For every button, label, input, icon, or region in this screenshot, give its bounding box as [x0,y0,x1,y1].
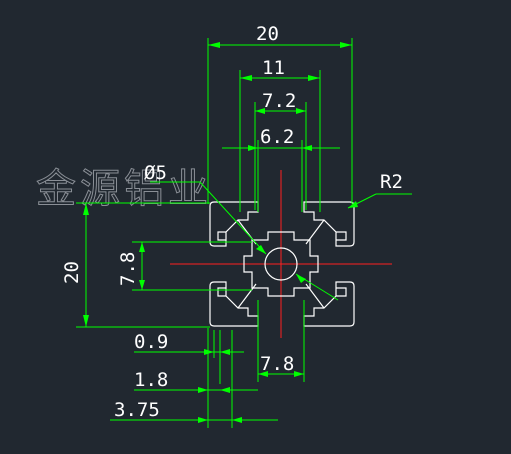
dim-wall-thickness: 0.9 [134,331,168,353]
dimension-lines [76,38,412,428]
corner-top-left [209,201,259,247]
web-bottom-left [237,283,257,309]
dim-slot-opening-outer: 7.2 [262,90,296,112]
dim-slot-opening-inner: 6.2 [260,126,294,148]
central-core [243,231,319,297]
dim-slot-outer-width: 11 [262,57,285,79]
dim-flange-offset: 3.75 [114,399,160,421]
corner-bottom-left [209,281,259,327]
watermark-text: 金源铝业 [36,166,212,212]
arrowheads [83,42,358,423]
dim-core-width: 7.8 [260,353,294,375]
center-hole [264,247,298,281]
dim-corner-radius: R2 [380,171,403,193]
slot-lip-right-bottom [336,287,347,297]
dim-overall-width: 20 [256,23,279,45]
web-bottom-right [305,283,325,309]
slot-lip-left-bottom [217,287,226,297]
centerlines [170,170,392,338]
slot-lip-right-top [336,231,347,241]
dim-slot-depth: 1.8 [134,369,168,391]
dim-overall-height: 20 [61,261,83,284]
dim-center-hole: Ø5 [144,162,167,184]
dim-core-height: 7.8 [117,252,139,286]
web-top-right [305,219,325,245]
slot-lip-left-top [217,231,226,241]
